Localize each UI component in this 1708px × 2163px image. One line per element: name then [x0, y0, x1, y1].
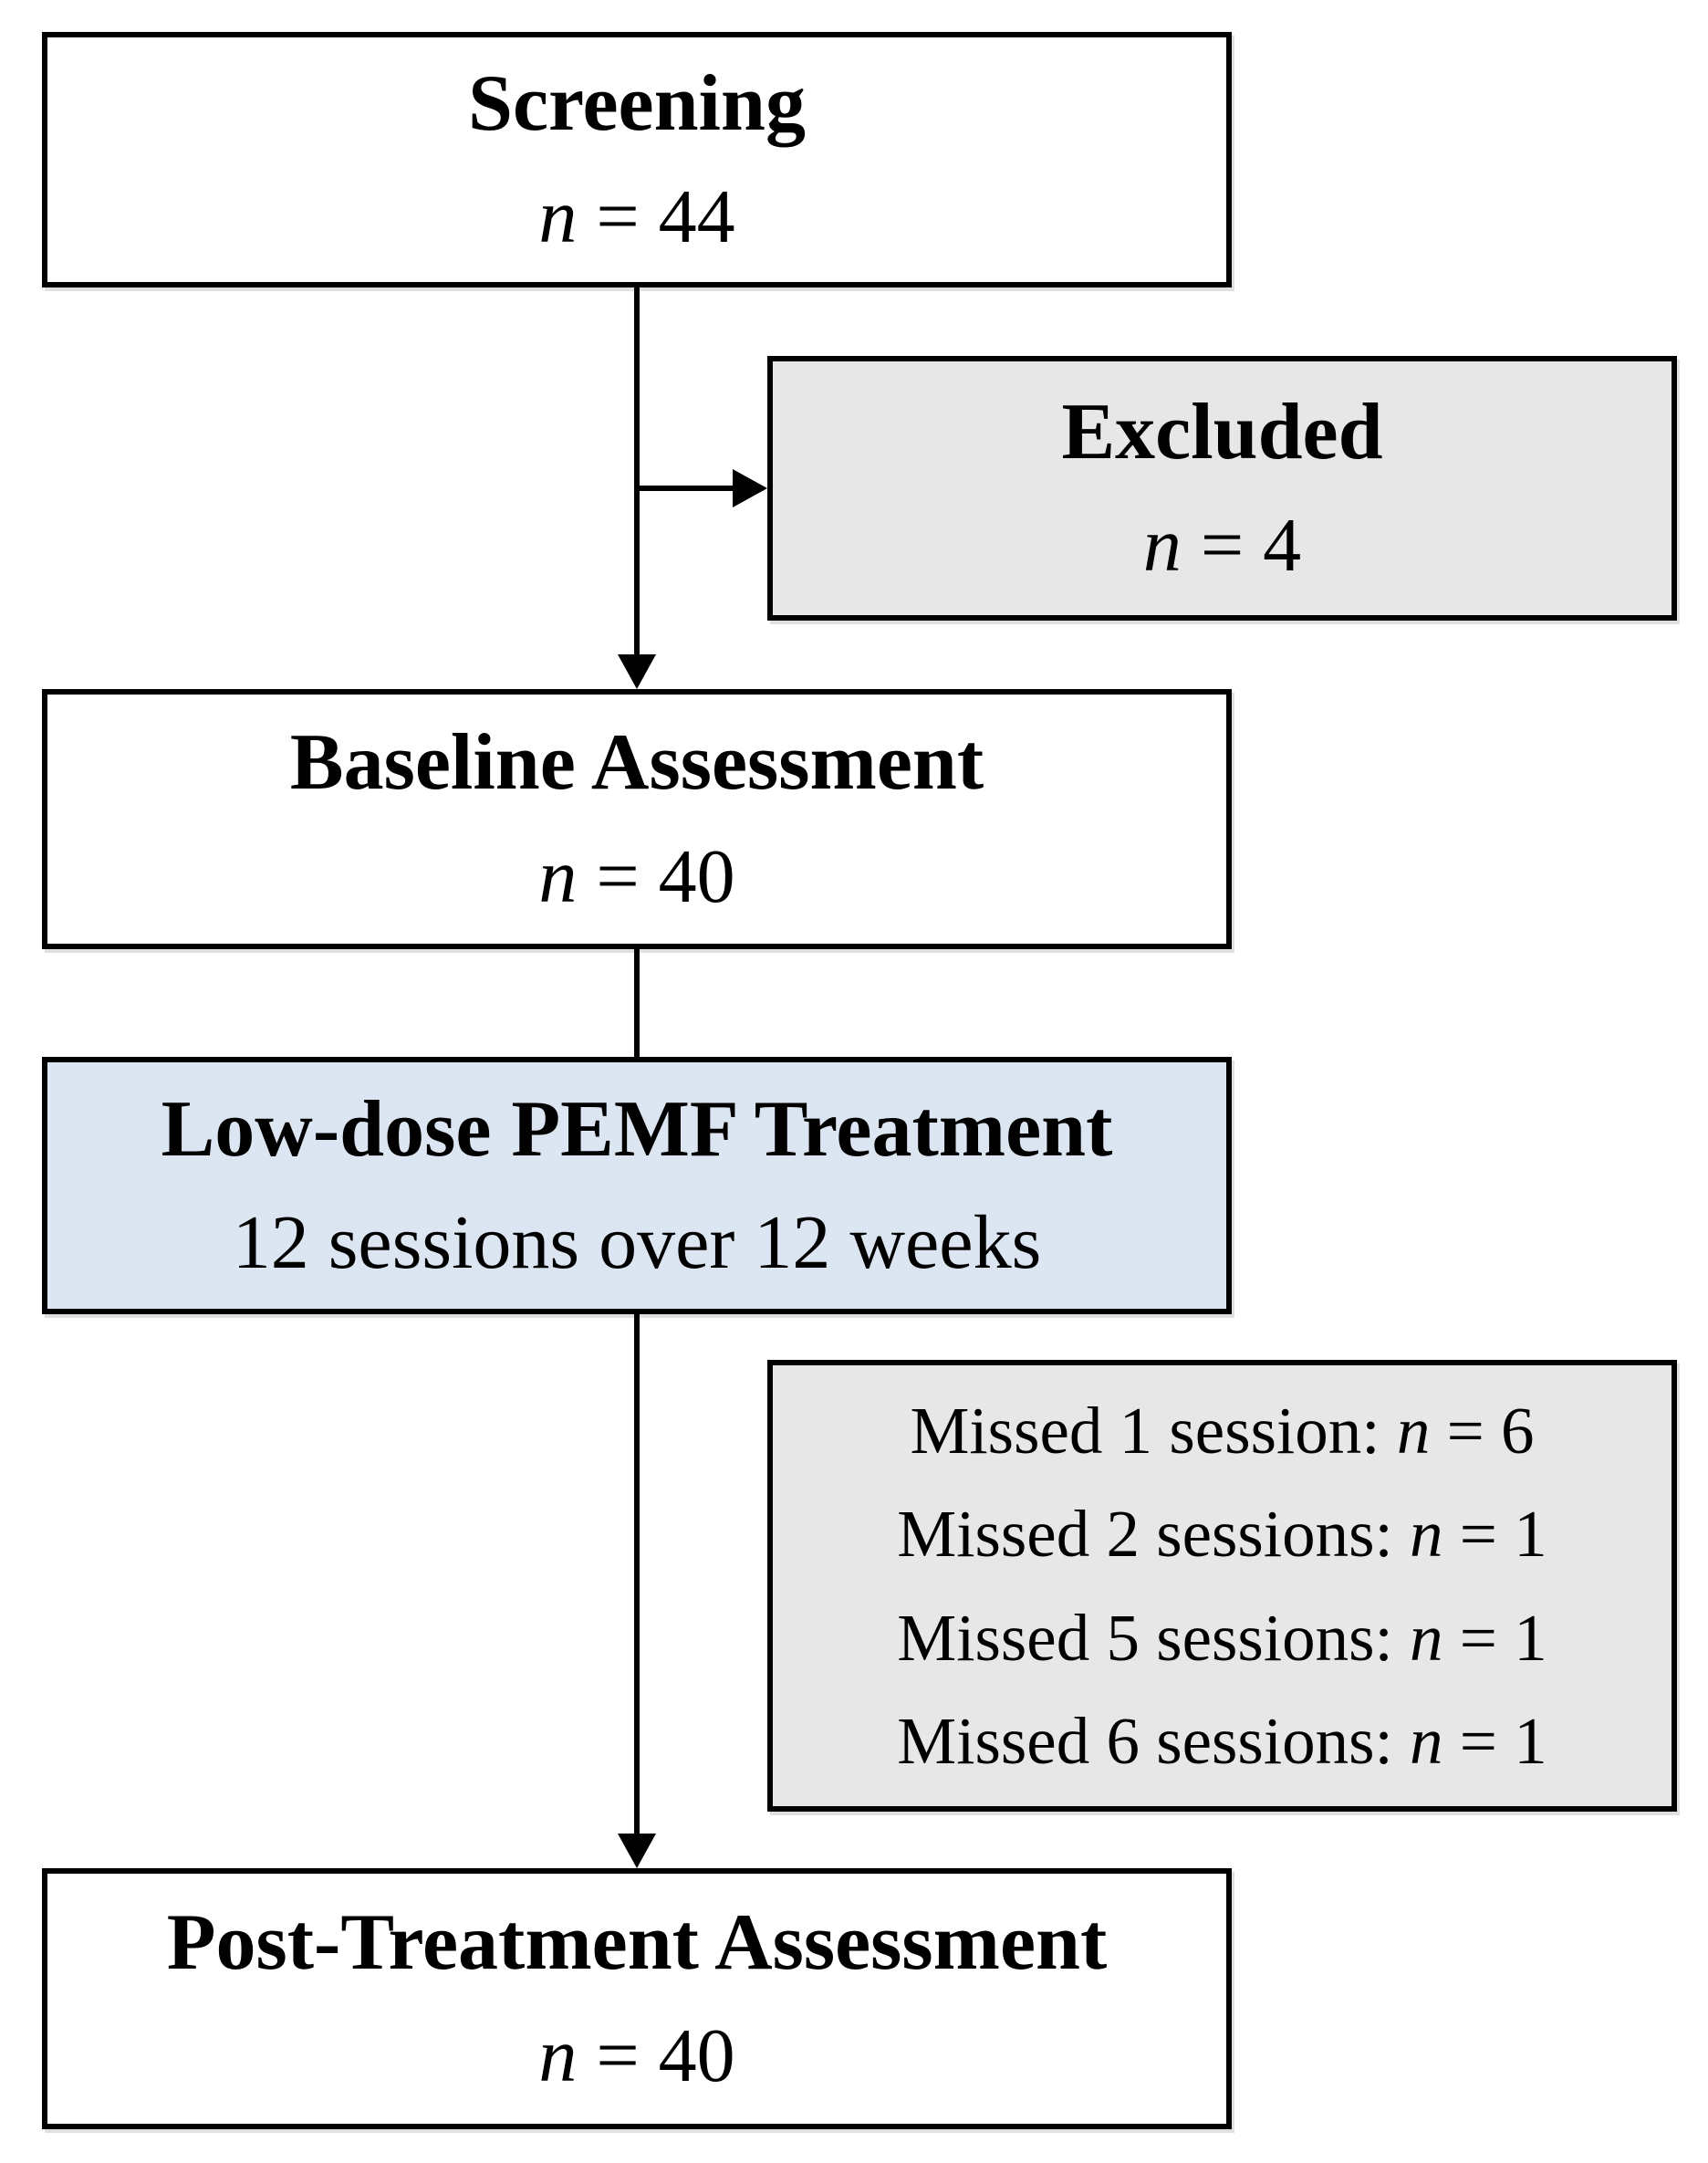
treatment-title: Low-dose PEMF Treatment [161, 1084, 1113, 1174]
arrowhead-into-excluded [733, 469, 767, 507]
excluded-title: Excluded [1061, 387, 1383, 476]
arrowhead-into-post [618, 1834, 656, 1868]
post-treatment-assessment-box: Post-Treatment Assessment n = 40 [42, 1868, 1232, 2129]
n-value: = 1 [1442, 1703, 1547, 1778]
screening-count: n = 44 [538, 174, 734, 260]
n-symbol: n [1396, 1394, 1431, 1468]
screening-box: Screening n = 44 [42, 32, 1232, 287]
excluded-box: Excluded n = 4 [767, 356, 1677, 621]
missed-label: Missed 5 sessions: [897, 1600, 1411, 1675]
n-symbol: n [1142, 503, 1182, 589]
n-value: = 6 [1430, 1394, 1535, 1468]
arrowhead-into-baseline [618, 654, 656, 689]
missed-line: Missed 1 session: n = 6 [910, 1379, 1534, 1482]
missed-line: Missed 5 sessions: n = 1 [897, 1586, 1547, 1689]
n-value: = 1 [1442, 1600, 1547, 1675]
baseline-assessment-box: Baseline Assessment n = 40 [42, 689, 1232, 949]
post-title: Post-Treatment Assessment [166, 1897, 1108, 1987]
baseline-title: Baseline Assessment [289, 718, 984, 808]
connector-treatment-post [634, 1314, 640, 1837]
n-value: = 40 [577, 833, 735, 919]
connector-screening-baseline [634, 287, 640, 658]
n-value: = 44 [577, 174, 735, 260]
n-symbol: n [1410, 1497, 1443, 1572]
n-value: = 4 [1181, 503, 1302, 589]
connector-baseline-treatment [634, 949, 640, 1057]
missed-line: Missed 6 sessions: n = 1 [897, 1689, 1547, 1792]
n-symbol: n [538, 833, 578, 919]
screening-title: Screening [468, 58, 806, 148]
n-symbol: n [538, 174, 578, 260]
n-symbol: n [538, 2013, 578, 2099]
n-symbol: n [1410, 1600, 1443, 1675]
n-symbol: n [1410, 1703, 1443, 1778]
missed-label: Missed 6 sessions: [897, 1703, 1411, 1778]
missed-label: Missed 1 session: [910, 1394, 1397, 1468]
missed-sessions-box: Missed 1 session: n = 6 Missed 2 session… [767, 1360, 1677, 1812]
post-count: n = 40 [538, 2013, 734, 2099]
missed-label: Missed 2 sessions: [897, 1497, 1411, 1572]
treatment-subtitle: 12 sessions over 12 weeks [232, 1200, 1042, 1286]
treatment-box: Low-dose PEMF Treatment 12 sessions over… [42, 1057, 1232, 1314]
n-value: = 1 [1442, 1497, 1547, 1572]
baseline-count: n = 40 [538, 834, 734, 920]
n-value: = 40 [577, 2013, 735, 2099]
excluded-count: n = 4 [1143, 503, 1301, 589]
connector-branch-excluded [634, 486, 736, 491]
missed-line: Missed 2 sessions: n = 1 [897, 1482, 1547, 1585]
